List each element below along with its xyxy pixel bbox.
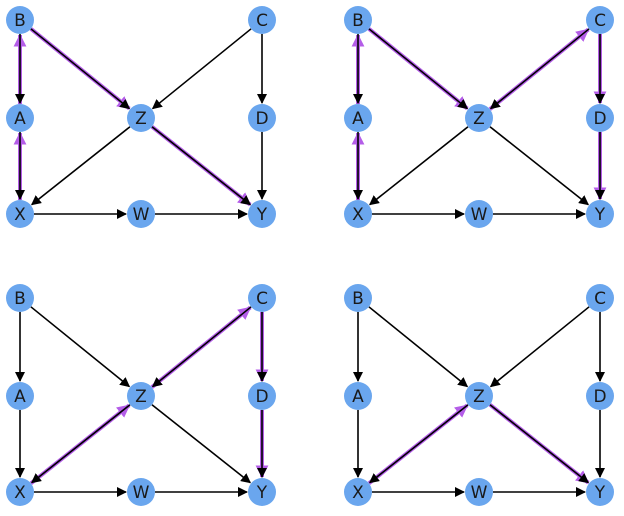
node-label-A: A	[14, 109, 26, 129]
node-C	[586, 6, 614, 34]
node-label-W: W	[133, 205, 150, 225]
node-label-Z: Z	[473, 109, 485, 129]
node-Y	[248, 200, 276, 228]
node-label-B: B	[352, 289, 364, 309]
node-B	[344, 6, 372, 34]
node-label-Y: Y	[594, 205, 606, 225]
node-A	[344, 104, 372, 132]
graph-panel-2: B C A Z D X W Y	[344, 6, 614, 228]
edge-C-Z	[151, 306, 252, 388]
node-label-C: C	[594, 11, 606, 31]
node-A	[6, 382, 34, 410]
node-label-X: X	[352, 205, 364, 225]
node-Z	[127, 104, 155, 132]
edge-Z-Y	[151, 126, 252, 206]
node-X	[344, 200, 372, 228]
node-label-C: C	[256, 11, 268, 31]
node-B	[344, 284, 372, 312]
node-label-Y: Y	[256, 205, 268, 225]
edge-Z-X	[368, 404, 469, 484]
edge-Z-X	[368, 126, 469, 206]
node-C	[248, 6, 276, 34]
node-label-A: A	[352, 387, 364, 407]
graph-panel-1: B C A Z D X W Y	[6, 6, 276, 228]
edge-C-Z	[151, 28, 252, 110]
node-label-B: B	[14, 11, 26, 31]
node-D	[586, 104, 614, 132]
edge-B-Z	[30, 28, 131, 110]
node-label-C: C	[256, 289, 268, 309]
node-B	[6, 284, 34, 312]
node-label-A: A	[14, 387, 26, 407]
node-B	[6, 6, 34, 34]
node-label-D: D	[593, 387, 606, 407]
node-W	[465, 478, 493, 506]
node-D	[248, 104, 276, 132]
edge-B-Z	[30, 306, 131, 388]
node-X	[344, 478, 372, 506]
node-label-B: B	[352, 11, 364, 31]
node-Z	[465, 382, 493, 410]
node-Z	[465, 104, 493, 132]
node-label-D: D	[255, 109, 268, 129]
node-label-Z: Z	[135, 387, 147, 407]
node-label-D: D	[255, 387, 268, 407]
node-W	[465, 200, 493, 228]
node-X	[6, 478, 34, 506]
edge-B-Z	[368, 306, 469, 388]
node-label-W: W	[133, 483, 150, 503]
node-Z	[127, 382, 155, 410]
node-label-Y: Y	[256, 483, 268, 503]
node-A	[6, 104, 34, 132]
node-Y	[586, 200, 614, 228]
node-label-W: W	[471, 205, 488, 225]
edge-Z-X	[30, 126, 131, 206]
node-Y	[586, 478, 614, 506]
edge-B-Z	[368, 28, 469, 110]
edge-Z-X	[30, 404, 131, 484]
edge-C-Z	[489, 28, 590, 110]
node-label-B: B	[14, 289, 26, 309]
node-A	[344, 382, 372, 410]
node-label-A: A	[352, 109, 364, 129]
node-X	[6, 200, 34, 228]
edge-C-Z	[489, 306, 590, 388]
node-label-X: X	[352, 483, 364, 503]
node-label-C: C	[594, 289, 606, 309]
node-label-D: D	[593, 109, 606, 129]
node-label-Z: Z	[473, 387, 485, 407]
node-W	[127, 478, 155, 506]
node-C	[586, 284, 614, 312]
node-label-W: W	[471, 483, 488, 503]
node-label-X: X	[14, 483, 26, 503]
node-D	[586, 382, 614, 410]
edge-Z-Y	[489, 404, 590, 484]
graph-panel-4: B C A Z D X W Y	[344, 284, 614, 506]
node-Y	[248, 478, 276, 506]
node-label-Y: Y	[594, 483, 606, 503]
node-label-X: X	[14, 205, 26, 225]
edge-Z-Y	[489, 126, 590, 206]
graph-panel-3: B C A Z D X W Y	[6, 284, 276, 506]
edge-Z-Y	[151, 404, 252, 484]
node-C	[248, 284, 276, 312]
node-label-Z: Z	[135, 109, 147, 129]
node-W	[127, 200, 155, 228]
node-D	[248, 382, 276, 410]
